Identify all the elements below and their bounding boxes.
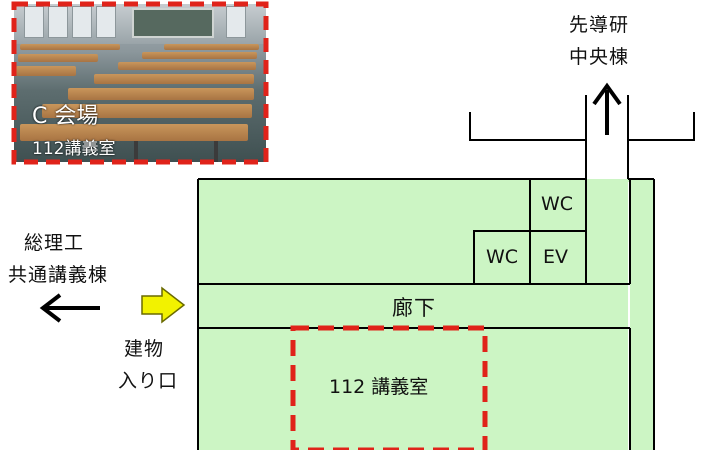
wc-lower-room <box>473 230 531 285</box>
wc-upper-room <box>529 178 587 232</box>
arrow-left-head <box>39 293 62 323</box>
destination-top-right-line1: 先導研 <box>569 14 630 36</box>
photo-desk <box>94 74 254 84</box>
photo-desk <box>118 62 256 70</box>
photo-window <box>24 6 44 38</box>
photo-desk <box>16 66 76 76</box>
entrance-label-line1: 建物 <box>124 338 165 360</box>
ev-room <box>529 230 587 285</box>
lecture-room-photo: C 会場 112講義室 <box>14 4 266 162</box>
lecture-room-highlight <box>290 325 488 450</box>
photo-title: C 会場 <box>32 104 99 129</box>
arrow-up-head <box>592 82 622 106</box>
passage-floor <box>586 179 630 182</box>
entrance-label-line2: 入り口 <box>118 370 179 392</box>
destination-left-line1: 総理工 <box>24 232 85 254</box>
wc-lower-label: WC <box>486 246 519 268</box>
corridor-label: 廊下 <box>392 296 436 320</box>
lecture-room-label: 112 講義室 <box>329 376 429 398</box>
central-building-outline-right <box>628 112 695 141</box>
central-building-outline-left <box>469 112 586 141</box>
photo-desk <box>20 44 120 50</box>
wc-upper-label: WC <box>541 193 574 215</box>
destination-left-line2: 共通講義棟 <box>8 264 109 286</box>
photo-desk <box>68 88 254 100</box>
photo-subtitle: 112講義室 <box>32 139 116 159</box>
photo-desk <box>20 124 248 141</box>
side-corridor <box>630 179 654 450</box>
photo-desk <box>164 44 259 50</box>
destination-top-right-line2: 中央棟 <box>569 46 630 68</box>
photo-desk-leg <box>134 141 138 162</box>
photo-highlight-frame <box>11 1 269 165</box>
photo-desk <box>42 104 252 118</box>
photo-desk <box>18 54 98 62</box>
photo-desk <box>142 52 257 59</box>
entrance-arrow-icon <box>141 286 186 324</box>
photo-blackboard <box>132 8 214 38</box>
photo-desk-leg <box>214 141 218 162</box>
ev-label: EV <box>543 246 569 268</box>
